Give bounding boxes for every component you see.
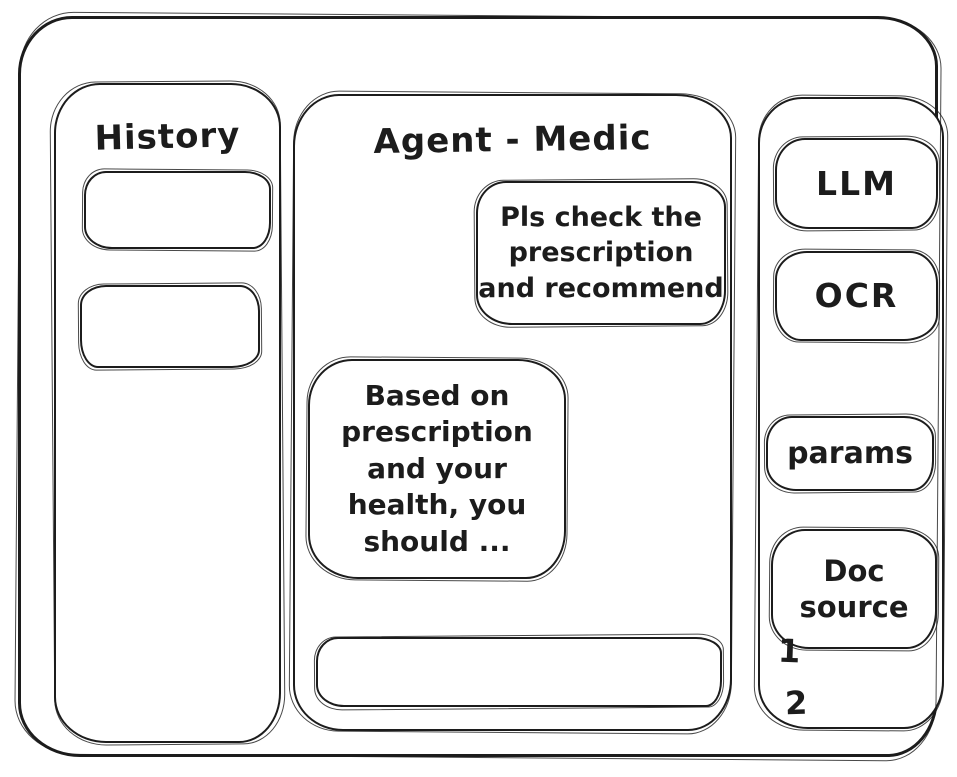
doc-source-item-1[interactable]: 1 [777,631,801,671]
ocr-button[interactable]: OCR [775,251,938,341]
chat-panel: Agent - Medic Pls check the prescription… [293,94,732,731]
tools-panel: LLM OCR params Doc source 1 2 [758,97,944,729]
message-line: and recommend [478,272,724,304]
doc-source-label: Doc source [799,553,909,624]
message-line: prescription [341,415,533,449]
llm-button[interactable]: LLM [775,138,938,229]
message-input-box[interactable] [316,637,722,707]
assistant-message-bubble: Based on prescription and your health, y… [308,359,566,579]
app-window: History Agent - Medic Pls check the pres… [18,16,944,757]
message-line: Pls check the [500,202,702,234]
history-title: History [94,115,241,159]
message-line: and your [367,451,507,485]
history-item[interactable] [84,171,271,249]
chat-title: Agent - Medic [373,118,652,162]
message-line: health, you [347,488,527,522]
history-item[interactable] [80,285,260,368]
history-panel: History [54,83,281,743]
message-input[interactable] [318,639,720,705]
params-button[interactable]: params [766,416,934,491]
user-message-bubble: Pls check the prescription and recommend [476,181,726,325]
message-line: Based on [364,379,510,413]
doc-source-button[interactable]: Doc source [771,529,937,649]
doc-source-item-2[interactable]: 2 [784,683,808,723]
message-line: should ... [363,524,511,558]
message-line: prescription [508,237,694,269]
